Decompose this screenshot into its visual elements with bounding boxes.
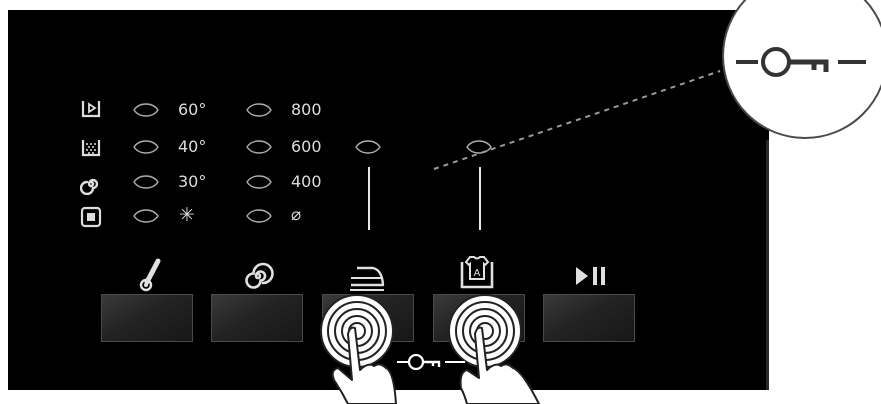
led-iron — [352, 140, 384, 154]
temp-label-60: 60° — [178, 101, 206, 119]
led-temp-30 — [130, 175, 162, 189]
temp-label-40: 40° — [178, 138, 206, 156]
spin-label-400: 400 — [291, 173, 322, 191]
iron-indicator-line — [368, 167, 370, 230]
led-temp-60 — [130, 103, 162, 117]
spin-button[interactable] — [211, 294, 303, 342]
start-pause-button[interactable] — [543, 294, 635, 342]
spiral-icon — [238, 258, 278, 294]
temp-label-cold: ✳ — [179, 206, 195, 224]
iron-icon — [347, 256, 387, 292]
touch-ripple-left — [318, 292, 398, 404]
play-pause-icon — [572, 258, 612, 294]
intensive-icon — [80, 137, 102, 159]
temperature-button[interactable] — [101, 294, 193, 342]
led-spin-600 — [243, 140, 275, 154]
auto-indicator-line — [479, 167, 481, 230]
svg-text:A: A — [474, 268, 481, 279]
prewash-icon — [80, 98, 102, 120]
thermometer-icon — [134, 258, 174, 294]
auto-shirt-icon: A — [457, 254, 497, 290]
stop-icon — [80, 206, 102, 228]
temp-label-30: 30° — [178, 173, 206, 191]
zoom-leader-line — [430, 65, 730, 175]
touch-ripple-right — [447, 292, 543, 404]
spin-label-800: 800 — [291, 101, 322, 119]
led-temp-cold — [130, 209, 162, 223]
spin-label-nospin: ⌀ — [291, 206, 301, 224]
led-temp-40 — [130, 140, 162, 154]
spin-label-600: 600 — [291, 138, 322, 156]
led-spin-400 — [243, 175, 275, 189]
key-icon — [395, 350, 467, 374]
led-spin-none — [243, 209, 275, 223]
led-spin-800 — [243, 103, 275, 117]
panel-edge — [766, 140, 769, 390]
key-icon — [732, 40, 876, 84]
spin-icon — [80, 173, 102, 195]
